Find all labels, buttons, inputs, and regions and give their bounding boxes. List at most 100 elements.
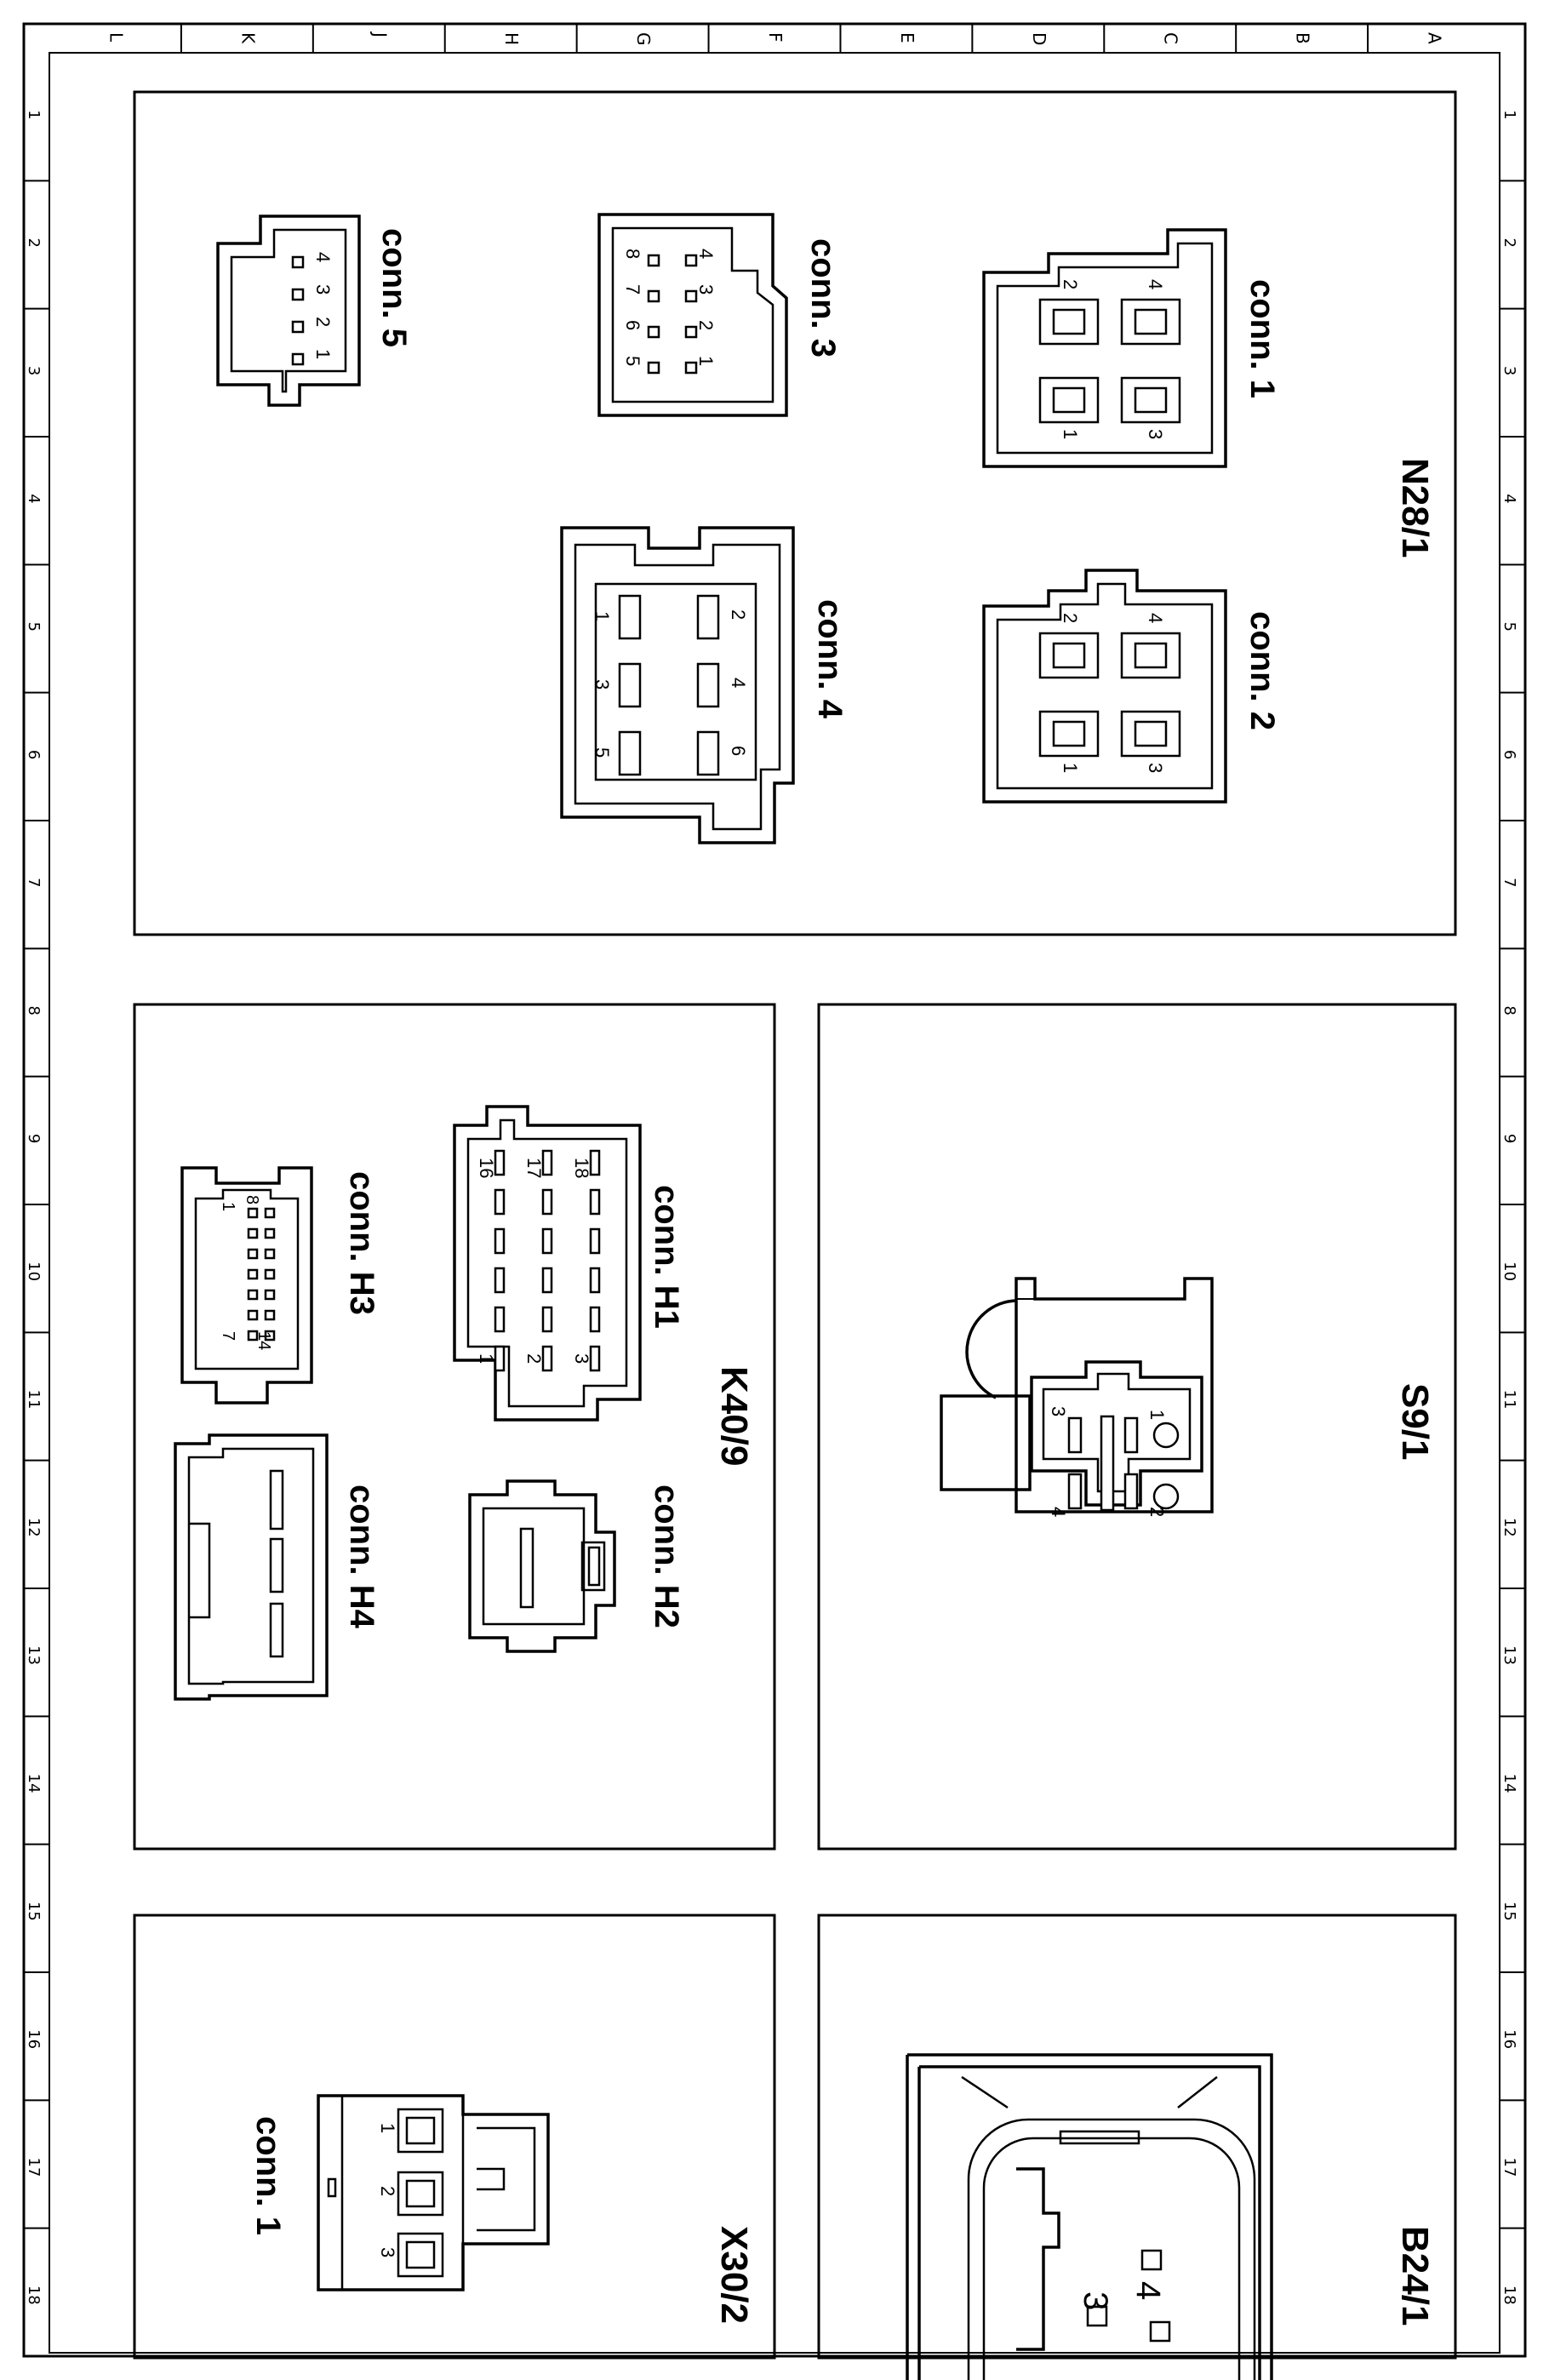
pin-square xyxy=(647,361,660,375)
h1-pin-1: 1 xyxy=(476,1353,497,1364)
n28-c5-pin-3: 3 xyxy=(312,284,334,295)
grid-letter: D xyxy=(1029,32,1049,45)
pin-blade xyxy=(494,1345,506,1372)
pin-blade xyxy=(541,1149,553,1176)
pin-blade xyxy=(494,1188,506,1216)
k40-conn-h4: conn. H4 xyxy=(174,1433,380,1701)
n28-c1-pin-3: 3 xyxy=(1145,429,1166,439)
pin-square xyxy=(247,1289,259,1301)
n28-c3-pin-3: 3 xyxy=(695,284,717,295)
h3-pin-8: 8 xyxy=(243,1195,261,1204)
pin-square xyxy=(647,289,660,303)
pin-square xyxy=(291,320,305,334)
n28-c5-pin-1: 1 xyxy=(312,349,334,359)
h1-pin-2: 2 xyxy=(523,1353,545,1364)
pin-square xyxy=(247,1227,259,1239)
grid-letter: C xyxy=(1161,32,1181,44)
k40-conn-h3: 8 1 7 14 conn. H3 xyxy=(180,1166,380,1405)
pin-square xyxy=(684,361,698,375)
n28-c3-pin-7: 7 xyxy=(622,284,643,295)
panel-s9-1 xyxy=(817,1003,1457,1851)
x30-pin-3: 3 xyxy=(377,2247,398,2257)
h3-pin-7: 7 xyxy=(219,1331,237,1341)
h1-pin-18: 18 xyxy=(571,1158,592,1178)
n28-conn-3: 4 3 2 1 8 7 6 5 conn. 3 xyxy=(597,213,842,417)
pin-blade xyxy=(494,1306,506,1333)
grid-letter: L xyxy=(106,32,126,43)
x30-pin-2: 2 xyxy=(377,2186,398,2196)
n28-c3-pin-1: 1 xyxy=(695,356,717,366)
x30-c1-label: conn. 1 xyxy=(249,2116,287,2235)
pin-blade xyxy=(589,1188,601,1216)
pin-blade xyxy=(589,1345,601,1372)
grid-number-left: 11 xyxy=(25,1390,43,1410)
x30-conn-1: 1 2 3 conn. 1 xyxy=(249,2094,550,2291)
n28-c2-pin-3: 3 xyxy=(1145,763,1166,773)
grid-letter: G xyxy=(633,32,654,46)
pin-square xyxy=(684,254,698,267)
n28-c2-pin-2: 2 xyxy=(1060,613,1081,623)
n28-c3-pin-8: 8 xyxy=(622,249,643,259)
panel-label-x30-2: X30/2 xyxy=(713,2226,755,2324)
grid-number-left: 3 xyxy=(25,366,43,375)
n28-c2-label: conn. 2 xyxy=(1243,611,1281,730)
panel-k40-9 xyxy=(133,1003,776,1851)
grid-letter: B xyxy=(1293,32,1313,44)
pin-blade xyxy=(589,1227,601,1255)
s9-connector: 1 2 3 4 xyxy=(940,1277,1214,1517)
pin-square xyxy=(647,254,660,267)
pin-square xyxy=(264,1330,276,1342)
grid-number-left: 7 xyxy=(25,878,43,887)
grid-number-right: 6 xyxy=(1500,750,1518,759)
s9-pin-3: 3 xyxy=(1048,1406,1069,1416)
h1-label: conn. H1 xyxy=(648,1185,685,1329)
pin-blade xyxy=(541,1267,553,1294)
panel-label-k40-9: K40/9 xyxy=(713,1366,755,1466)
n28-conn-5: 4 3 2 1 conn. 5 xyxy=(216,215,413,407)
k40-conn-h1: 18 17 16 3 2 1 conn. H1 xyxy=(453,1105,685,1422)
grid-number-right: 13 xyxy=(1500,1645,1518,1665)
grid-number-left: 15 xyxy=(25,1902,43,1921)
grid-number-right: 9 xyxy=(1500,1134,1518,1143)
pin-blade xyxy=(541,1188,553,1216)
grid-number-left: 12 xyxy=(25,1518,43,1537)
panel-label-b24-1: B24/1 xyxy=(1394,2226,1436,2326)
pin-square xyxy=(247,1248,259,1260)
pin-square xyxy=(264,1227,276,1239)
n28-c5-pin-2: 2 xyxy=(312,317,334,327)
pin-blade xyxy=(541,1306,553,1333)
pin-square xyxy=(264,1207,276,1219)
x30-pin-1: 1 xyxy=(377,2123,398,2133)
n28-c1-label: conn. 1 xyxy=(1243,279,1281,398)
n28-c4-pin-3: 3 xyxy=(592,679,613,689)
grid-number-left: 9 xyxy=(25,1134,43,1143)
grid-number-right: 3 xyxy=(1500,366,1518,375)
n28-c4-pin-2: 2 xyxy=(728,609,749,620)
pin-square xyxy=(264,1289,276,1301)
grid-number-right: 15 xyxy=(1500,1902,1518,1921)
n28-c1-pin-2: 2 xyxy=(1060,279,1081,289)
terminal-inner xyxy=(405,2240,436,2269)
grid-letter: K xyxy=(237,32,258,44)
pin-blade xyxy=(589,1267,601,1294)
pin-square xyxy=(291,288,305,301)
pin-blade xyxy=(589,1149,601,1176)
s9-pin-1: 1 xyxy=(1146,1410,1168,1420)
pin-blade xyxy=(589,1306,601,1333)
pin-blade xyxy=(494,1227,506,1255)
pin-square xyxy=(264,1248,276,1260)
pin-square xyxy=(647,325,660,339)
h2-label: conn. H2 xyxy=(648,1485,685,1628)
grid-number-left: 10 xyxy=(25,1262,43,1281)
grid-letter: J xyxy=(369,31,390,37)
grid-number-right: 8 xyxy=(1500,1006,1518,1016)
n28-c3-pin-5: 5 xyxy=(622,356,643,366)
panel-label-n28-1: N28/1 xyxy=(1394,458,1436,558)
grid-number-right: 5 xyxy=(1500,622,1518,632)
grid-number-left: 18 xyxy=(25,2286,43,2305)
grid-number-left: 13 xyxy=(25,1645,43,1665)
pin-blade xyxy=(541,1227,553,1255)
